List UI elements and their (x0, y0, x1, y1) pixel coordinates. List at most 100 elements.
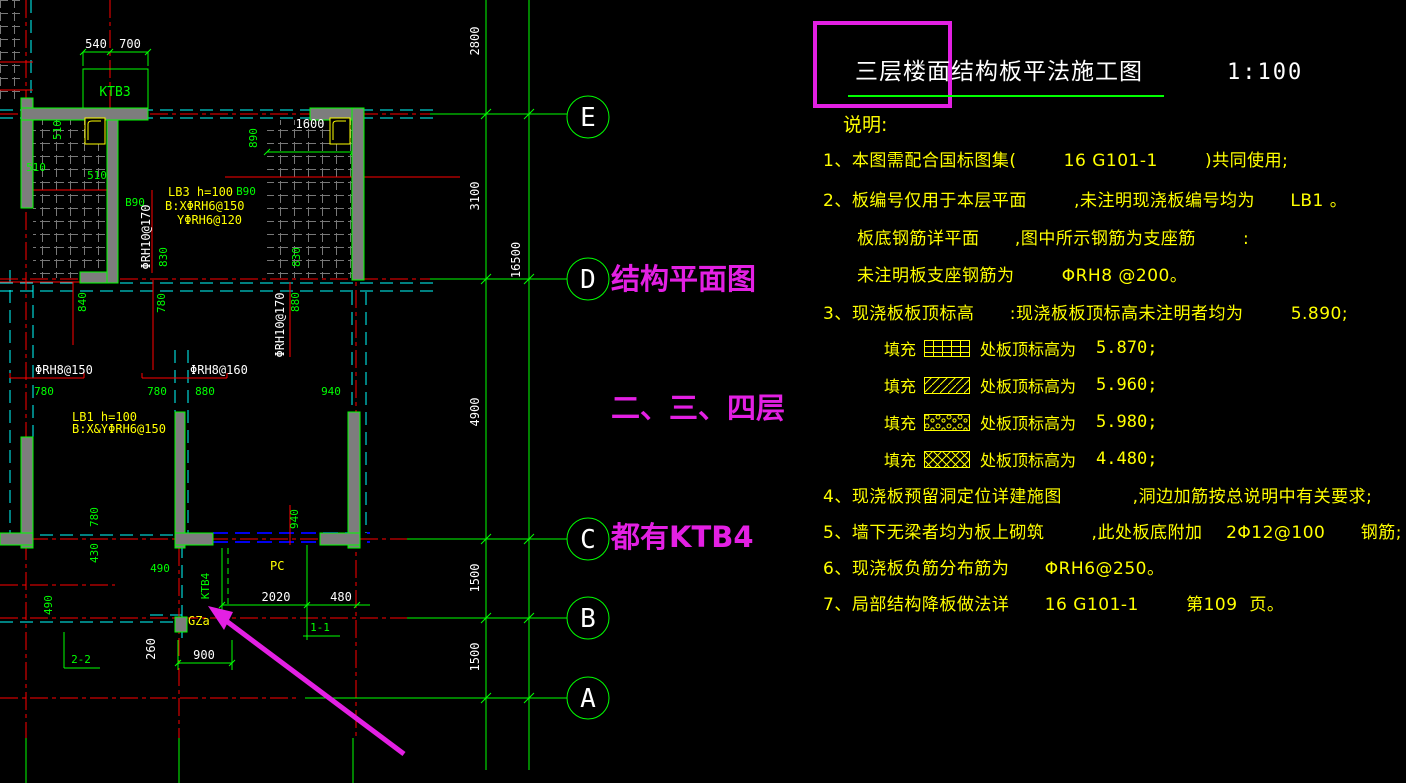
rebar-label-rh8-150: ΦRH8@150 (35, 363, 93, 377)
dim-510-c: 510 (51, 120, 64, 140)
walls (0, 97, 365, 633)
note-2b: 板底钢筋详平面 ,图中所示钢筋为支座筋 : (857, 229, 1250, 249)
dim-3100: 3100 (468, 182, 482, 211)
note-2c: 未注明板支座钢筋为 ΦRH8 @200。 (857, 266, 1188, 286)
dim-780-row1: 780 (34, 385, 54, 398)
fill-row-3: 填充 处板顶标高为 5.980; (884, 410, 1157, 434)
dim-1500-ba: 1500 (468, 643, 482, 672)
note-5: 5、墙下无梁者均为板上砌筑 ,此处板底附加 2Φ12@100 钢筋; (823, 523, 1402, 543)
dim-4900: 4900 (468, 398, 482, 427)
label-ktb4: KTB4 (199, 572, 212, 599)
rebar-label-rh10-left: ΦRH10@170 (139, 204, 153, 269)
fill-text: 处板顶标高为 (980, 451, 1077, 470)
label-lb3-line1: LB3 h=100 (168, 185, 233, 199)
dim-2800: 2800 (468, 27, 482, 56)
grid-label-d: D (580, 265, 596, 295)
fill-label: 填充 (884, 340, 917, 359)
cross-hatch-swatch (924, 450, 971, 468)
fill-value: 4.480; (1096, 449, 1158, 469)
rebar-lines (0, 61, 460, 545)
dim-430: 430 (88, 543, 101, 563)
dim-830-left: 830 (157, 247, 170, 267)
dimension-texts-green: B90 B90 510 510 510 890 830 830 840 780 … (26, 85, 341, 666)
fill-value: 5.980; (1096, 412, 1158, 432)
dim-1500-cb: 1500 (468, 564, 482, 593)
fill-text: 处板顶标高为 (980, 414, 1077, 433)
fill-row-4: 填充 处板顶标高为 4.480; (884, 447, 1157, 471)
fill-label: 填充 (884, 414, 917, 433)
gza-column (174, 616, 188, 633)
note-1: 1、本图需配合国标图集( 16 G101-1 )共同使用; (823, 151, 1289, 171)
grid-label-c: C (580, 525, 596, 555)
slab-hatch-regions (0, 0, 353, 278)
fill-value: 5.870; (1096, 338, 1158, 358)
dim-480: 480 (330, 590, 352, 604)
fill-label: 填充 (884, 451, 917, 470)
ladder-hatch-swatch (924, 339, 971, 357)
fill-row-1: 填充 处板顶标高为 5.870; (884, 336, 1157, 360)
blue-dashed-lines (213, 532, 370, 543)
note-6: 6、现浇板负筋分布筋为 ΦRH6@250。 (823, 559, 1165, 579)
dim-510-a: 510 (26, 161, 46, 174)
dim-2020: 2020 (262, 590, 291, 604)
dim-880-mid: 880 (289, 292, 302, 312)
fill-text: 处板顶标高为 (980, 377, 1077, 396)
notes-heading: 说明: (843, 114, 888, 136)
grid-label-a: A (580, 684, 596, 714)
dim-490: 490 (150, 562, 170, 575)
grid-bubbles: E D C B A (566, 95, 610, 720)
dim-780-row2: 780 (147, 385, 167, 398)
label-gza: GZa (188, 614, 210, 628)
drawing-title: 三层楼面结构板平法施工图 (855, 59, 1143, 85)
note-4: 4、现浇板预留洞定位详建施图 ,洞边加筋按总说明中有关要求; (823, 487, 1373, 507)
fill-label: 填充 (884, 377, 917, 396)
dim-260: 260 (144, 638, 158, 660)
dim-540: 540 (85, 37, 107, 51)
dim-510-b: 510 (87, 169, 107, 182)
annotation-line-2: 二、三、四层 (611, 391, 786, 425)
dim-b90-left: B90 (125, 196, 145, 209)
dim-16500: 16500 (509, 242, 523, 278)
pebble-hatch-swatch (924, 413, 971, 431)
label-lb3-line2: B:XΦRH6@150 (165, 199, 244, 213)
fill-text: 处板顶标高为 (980, 340, 1077, 359)
fill-value: 5.960; (1096, 375, 1158, 395)
floor-plan-canvas[interactable]: E D C B A 540 700 1600 2020 480 900 ΦRH8… (0, 0, 660, 783)
fill-row-2: 填充 处板顶标高为 5.960; (884, 373, 1157, 397)
note-7: 7、局部结构降板做法详 16 G101-1 第109 页。 (823, 595, 1285, 615)
dim-900: 900 (193, 648, 215, 662)
note-2: 2、板编号仅用于本层平面 ,未注明现浇板编号均为 LB1 。 (823, 191, 1348, 211)
grid-label-e: E (580, 103, 596, 133)
note-3: 3、现浇板板顶标高 :现浇板板顶标高未注明者均为 5.890; (823, 304, 1349, 324)
dim-490-rot: 490 (42, 595, 55, 615)
dimension-texts-white: 540 700 1600 2020 480 900 ΦRH8@150 ΦRH8@… (35, 27, 523, 672)
dim-b90-right: B90 (236, 185, 256, 198)
dimension-lines (25, 0, 567, 783)
dim-780-low: 780 (88, 507, 101, 527)
dim-840: 840 (76, 292, 89, 312)
annotation-note: 结构平面图 二、三、四层 都有KTB4 (611, 172, 785, 645)
label-ktb3: KTB3 (99, 85, 130, 100)
label-lb1-line2: B:X&YΦRH6@150 (72, 422, 166, 436)
dim-700: 700 (119, 37, 141, 51)
dim-830-right: 830 (290, 247, 303, 267)
annotation-arrow (208, 606, 406, 757)
slab-edge-lines (0, 0, 437, 640)
dim-940-rot: 940 (288, 509, 301, 529)
annotation-line-1: 结构平面图 (611, 262, 757, 296)
slab-labels-yellow: LB3 h=100 B:XΦRH6@150 YΦRH6@120 LB1 h=10… (72, 185, 284, 628)
dim-940-row: 940 (321, 385, 341, 398)
rebar-label-rh10-right: ΦRH10@170 (273, 292, 287, 357)
diagonal-hatch-swatch (924, 376, 971, 394)
dim-780-mid: 780 (155, 293, 168, 313)
label-pc: PC (270, 559, 284, 573)
drawing-scale: 1:100 (1227, 60, 1304, 85)
dim-1600: 1600 (296, 117, 325, 131)
title-underline (848, 95, 1164, 97)
dim-890: 890 (247, 128, 260, 148)
column-boxes (84, 117, 351, 145)
dim-880-row: 880 (195, 385, 215, 398)
title-highlight-box (813, 21, 952, 108)
section-mark-1-1: 1-1 (310, 621, 330, 634)
